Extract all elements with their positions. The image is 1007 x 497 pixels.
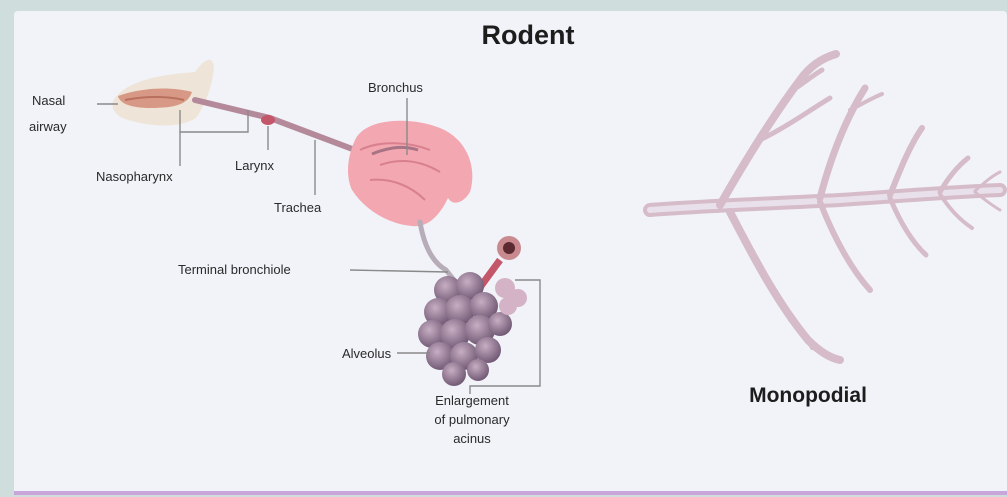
label-nasal-line1: Nasal <box>32 93 65 108</box>
label-bronchus: Bronchus <box>368 80 423 95</box>
branching-type-label: Monopodial <box>749 384 867 407</box>
label-nasal-line2: airway <box>29 119 67 134</box>
label-nasopharynx: Nasopharynx <box>96 169 173 184</box>
monopodial-branch-illustration <box>650 54 1000 360</box>
label-alveolus: Alveolus <box>342 346 392 361</box>
label-acinus-line2: of pulmonary <box>434 412 510 427</box>
nasal-airway-illustration <box>112 60 214 126</box>
larynx-marker <box>261 115 275 125</box>
diagram-title: Rodent <box>482 20 575 50</box>
label-terminal-bronchiole: Terminal bronchiole <box>178 262 291 277</box>
label-trachea: Trachea <box>274 200 322 215</box>
label-larynx: Larynx <box>235 158 275 173</box>
label-acinus-line3: acinus <box>453 431 491 446</box>
trachea-tube <box>195 100 355 150</box>
alveoli-cluster <box>418 272 527 386</box>
lung-illustration <box>348 121 472 227</box>
label-acinus-line1: Enlargement <box>435 393 509 408</box>
